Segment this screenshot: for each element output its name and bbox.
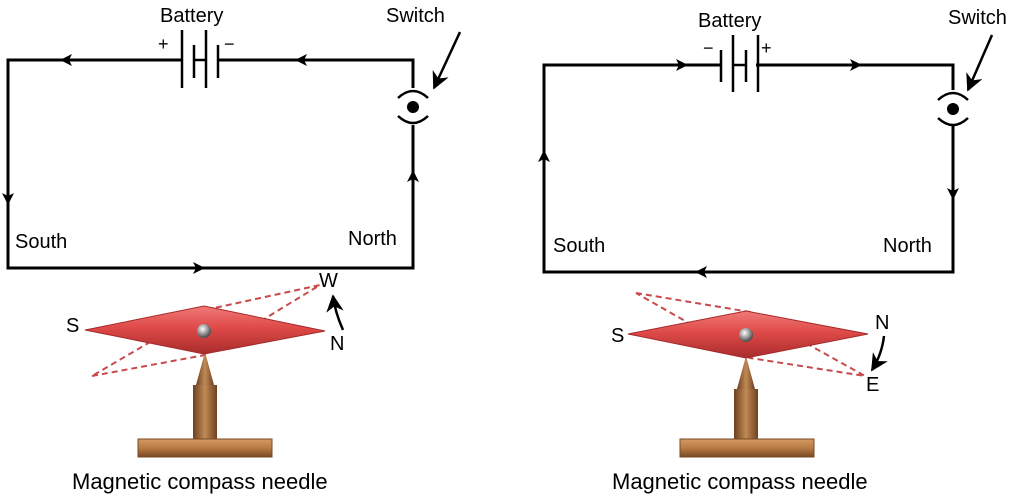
left-needle-n-label: N <box>330 333 344 355</box>
right-needle-pivot <box>739 328 753 342</box>
right-battery-minus: − <box>703 38 714 58</box>
right-wire-loop <box>542 63 955 274</box>
right-arrow-left-up <box>538 150 550 162</box>
right-arrow-top-2 <box>850 59 862 71</box>
left-arrow-right-up <box>407 170 419 182</box>
right-arrow-top-1 <box>676 59 688 71</box>
left-deflection-arrow <box>326 294 345 331</box>
right-compass: S N E Magnetic compass needle <box>611 292 889 494</box>
left-arrow-top-1 <box>60 54 72 66</box>
left-switch-label: Switch <box>386 5 445 27</box>
right-circuit: Battery − + Switch South North <box>538 7 1007 278</box>
left-compass-caption: Magnetic compass needle <box>72 469 328 494</box>
left-stand-base <box>137 438 273 458</box>
left-north-label: North <box>348 228 397 250</box>
left-wire-top-right <box>218 58 415 88</box>
right-compass-caption: Magnetic compass needle <box>612 469 868 494</box>
right-battery-label: Battery <box>698 10 761 32</box>
left-deflect-w-label: W <box>319 270 338 292</box>
right-north-label: North <box>883 235 932 257</box>
right-stand-base <box>679 438 815 458</box>
right-switch-pointer-arrow <box>966 34 994 92</box>
left-south-label: South <box>15 231 67 253</box>
left-stand-tip <box>196 352 214 385</box>
right-deflect-e-label: E <box>866 374 879 396</box>
left-arrow-top-2 <box>295 54 307 66</box>
right-arrow-bottom-left <box>695 266 707 278</box>
right-battery-icon <box>719 35 760 92</box>
right-switch-icon <box>937 91 969 127</box>
left-battery-label: Battery <box>160 5 223 27</box>
right-needle-s-label: S <box>611 325 624 347</box>
left-arrow-bottom-right <box>193 262 205 274</box>
left-stand-post <box>193 385 217 439</box>
left-needle-s-label: S <box>66 315 79 337</box>
right-south-label: South <box>553 235 605 257</box>
right-needle-n-label: N <box>875 312 889 334</box>
right-arrow-right-down <box>947 188 959 200</box>
left-battery-icon <box>180 30 220 88</box>
left-battery-minus: − <box>224 34 235 54</box>
left-switch-pointer-arrow <box>432 31 462 90</box>
right-wire-top-right <box>756 63 955 90</box>
left-battery-plus: + <box>158 34 169 54</box>
left-circuit: Battery + − Switch South North <box>2 5 462 274</box>
left-arrow-left-down <box>2 193 14 205</box>
left-switch-icon <box>397 89 429 125</box>
right-switch-label: Switch <box>948 7 1007 29</box>
left-needle-pivot <box>197 324 211 338</box>
right-deflection-arrow <box>870 335 888 372</box>
right-stand-post <box>734 389 758 439</box>
right-battery-plus: + <box>761 38 772 58</box>
right-stand-tip <box>737 356 755 389</box>
left-compass: S N W Magnetic compass needle <box>66 270 344 494</box>
